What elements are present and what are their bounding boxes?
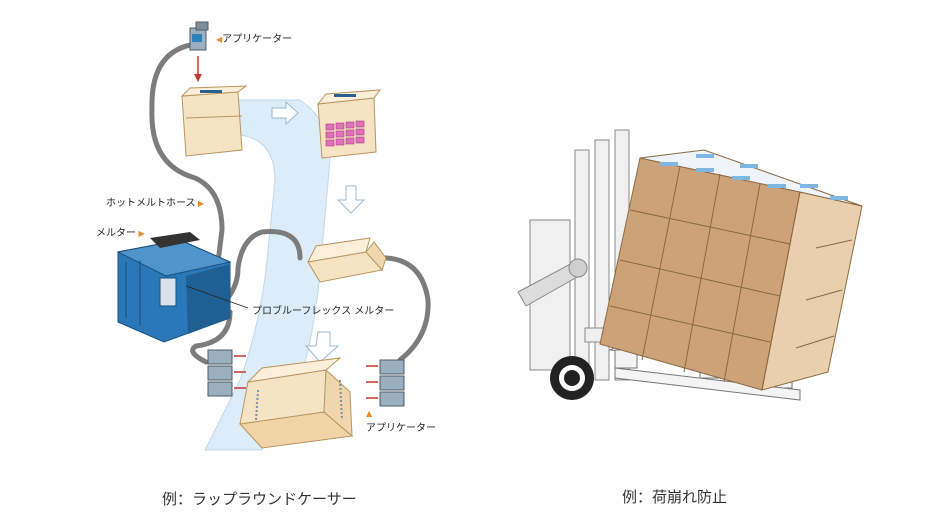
melter-unit	[116, 232, 232, 343]
forklift-wheel	[550, 356, 594, 400]
label-marker-icon: ▶	[136, 229, 145, 238]
caption-left: 例：ラップラウンドケーサー	[162, 490, 357, 508]
applicator-top	[189, 21, 209, 82]
applicator-bottom-left	[207, 349, 246, 397]
applicator-bottom-right	[366, 359, 405, 407]
label-problue-flex: プロブルーフレックス メルター	[252, 306, 395, 317]
box-stack	[599, 149, 863, 391]
flow-arrow-down-2	[304, 331, 340, 363]
label-melter: メルター ▶	[96, 228, 145, 239]
label-hot-melt-hose: ホットメルトホース ▶	[106, 198, 205, 209]
carton-with-products	[316, 89, 382, 159]
label-applicator-bottom: ▲ アプリケーター	[366, 409, 436, 434]
carton-folding	[307, 237, 387, 283]
flow-arrow-right	[271, 100, 299, 126]
wraparound-caser-illustration	[116, 21, 431, 451]
label-marker-icon: ◀	[216, 35, 223, 44]
label-applicator-top: ◀アプリケーター	[216, 34, 293, 45]
label-marker-icon: ▶	[195, 199, 205, 208]
leader-line-problue	[185, 285, 249, 309]
label-marker-icon: ▲	[366, 409, 373, 418]
carton-flat	[180, 85, 248, 157]
carton-wrapped	[238, 357, 354, 449]
caption-right: 例：荷崩れ防止	[622, 488, 728, 506]
flow-arrow-down-1	[336, 185, 366, 214]
load-stabilization-illustration	[517, 129, 863, 401]
